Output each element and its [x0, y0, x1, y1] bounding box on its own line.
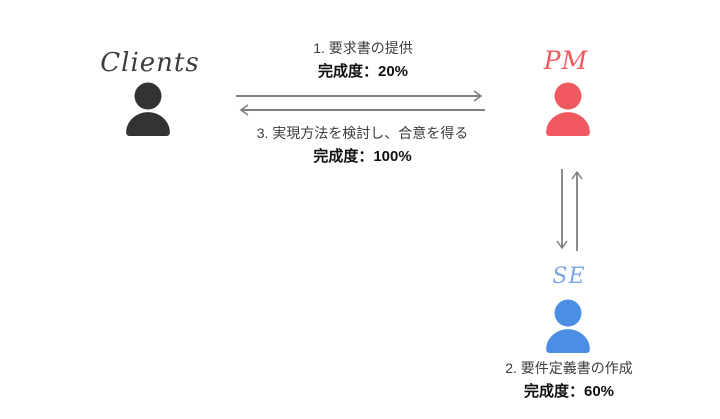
person-head — [554, 299, 582, 327]
person-icon-se — [546, 299, 590, 353]
person-icon-pm — [546, 82, 590, 136]
step2-annotation: 2. 要件定義書の作成 完成度：60% — [459, 360, 679, 401]
step1-annotation: 1. 要求書の提供 完成度：20% — [233, 40, 493, 81]
step2-title: 2. 要件定義書の作成 — [505, 360, 633, 376]
arrowhead-right-icon — [473, 90, 483, 102]
arrow-clients-to-pm — [236, 90, 483, 102]
step3-title: 3. 実現方法を検討し、合意を得る — [256, 125, 469, 141]
person-body — [546, 329, 590, 353]
step1-completion: 完成度：20% — [317, 62, 409, 80]
arrow-pm-to-se — [556, 169, 568, 250]
actor-label-se: SE — [552, 264, 586, 289]
person-head — [554, 82, 582, 110]
arrow-se-to-pm — [571, 170, 583, 251]
person-icon-clients — [126, 82, 170, 136]
step3-completion: 完成度：100% — [313, 147, 412, 165]
person-body — [126, 112, 170, 136]
arrowhead-up-icon — [571, 170, 583, 180]
actor-label-pm: PM — [543, 46, 589, 75]
arrowhead-left-icon — [239, 104, 249, 116]
step3-annotation: 3. 実現方法を検討し、合意を得る 完成度：100% — [225, 125, 500, 166]
arrow-pm-to-clients — [239, 104, 485, 116]
arrowhead-down-icon — [556, 240, 568, 250]
step1-title: 1. 要求書の提供 — [313, 40, 413, 56]
step2-completion: 完成度：60% — [523, 382, 615, 400]
person-body — [546, 112, 590, 136]
person-head — [134, 82, 162, 110]
actor-label-clients: Clients — [100, 48, 200, 78]
